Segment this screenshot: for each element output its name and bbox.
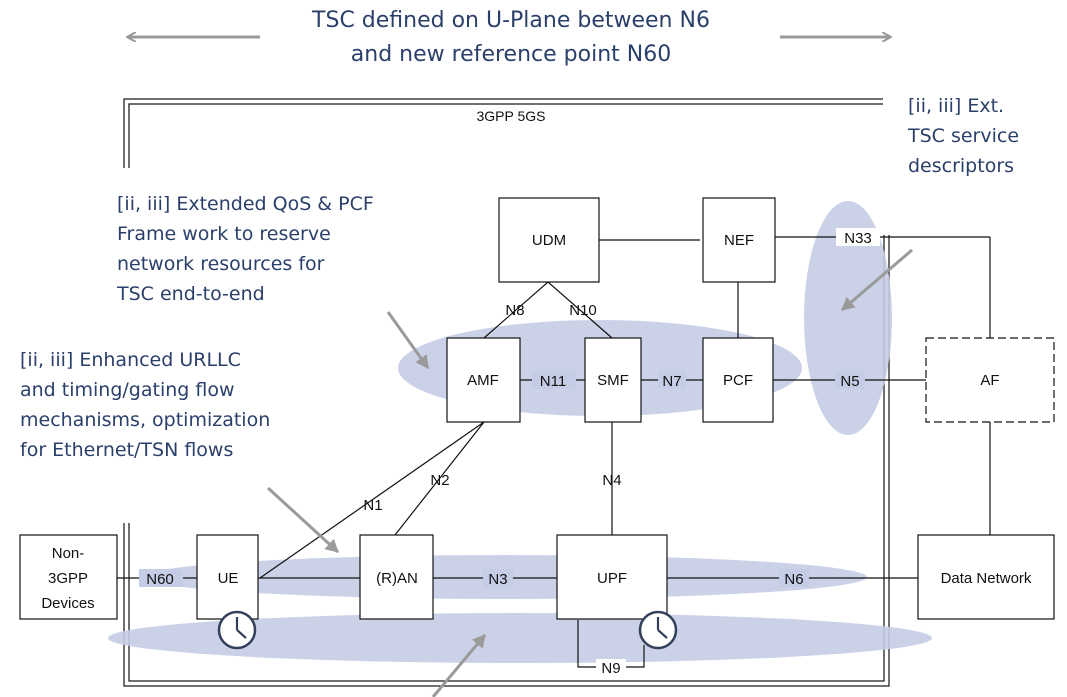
non3gpp-label-2: 3GPP [48, 570, 88, 587]
smf-label: SMF [597, 372, 629, 389]
pcf-box [702, 337, 774, 423]
clock-icon [217, 610, 257, 650]
data-network-box [917, 534, 1055, 620]
data-network-label: Data Network [941, 570, 1032, 587]
n33-label: N33 [844, 230, 872, 247]
qos-pointer-arrow [386, 311, 430, 369]
n11-label-bg [532, 371, 576, 389]
udm-label: UDM [532, 232, 566, 249]
upf-box [556, 534, 668, 620]
urllc-pointer-arrow [266, 486, 340, 554]
timing-highlight-ellipse [108, 613, 932, 663]
n2-label: N2 [430, 472, 449, 489]
urllc-annotation-line-1: [ii, iii] Enhanced URLLC [20, 349, 241, 371]
qos-annotation-line-4: TSC end-to-end [116, 283, 265, 305]
n3-label: N3 [488, 571, 507, 588]
n4-label: N4 [602, 472, 621, 489]
n33-label-bg [836, 228, 880, 246]
qos-annotation-line-2: Frame work to reserve [117, 223, 331, 245]
qos-annotation-line-1: [ii, iii] Extended QoS & PCF [117, 193, 374, 215]
frame-gap-left [118, 168, 134, 523]
ran-box [359, 534, 434, 620]
timing-pointer-arrow [431, 634, 487, 697]
qos-annotation: [ii, iii] Extended QoS & PCF Frame work … [116, 193, 374, 305]
af-box [925, 337, 1055, 423]
n8-label: N8 [505, 302, 524, 319]
nef-box [702, 197, 776, 283]
non3gpp-label-3: Devices [41, 595, 94, 612]
udm-box [498, 197, 600, 283]
ran-label: (R)AN [376, 570, 418, 587]
service-annotation-line-1: [ii, iii] Ext. [908, 95, 1004, 117]
title-backdrop [260, 0, 780, 72]
n7-label-bg [658, 371, 686, 389]
nef-label: NEF [724, 232, 754, 249]
ue-box [196, 534, 259, 620]
service-annotation-line-2: TSC service [907, 125, 1019, 147]
n11-label: N11 [540, 373, 566, 390]
non3gpp-label-1: Non- [52, 545, 85, 562]
amf-label: AMF [467, 372, 499, 389]
qos-annotation-line-3: network resources for [117, 253, 325, 275]
pcf-label: PCF [723, 372, 753, 389]
non3gpp-box [19, 534, 118, 620]
n9-label-bg [596, 659, 626, 677]
n2-link [394, 421, 485, 536]
urllc-annotation-line-2: and timing/gating flow [20, 379, 235, 401]
n60-label: N60 [146, 571, 174, 588]
n6-label: N6 [784, 571, 803, 588]
n3-label-bg [483, 569, 513, 587]
title-line-1: TSC defined on U-Plane between N6 [311, 8, 710, 33]
n1-link [259, 421, 485, 579]
service-annotation-line-3: descriptors [908, 155, 1014, 177]
ue-label: UE [218, 570, 239, 587]
system-label: 3GPP 5GS [476, 108, 545, 124]
n60-label-bg [139, 569, 183, 587]
n5-label-bg [835, 371, 865, 389]
smf-box [584, 337, 642, 423]
n7-label: N7 [662, 373, 681, 390]
n6-label-bg [779, 569, 809, 587]
amf-box [446, 337, 521, 423]
n10-label: N10 [569, 302, 597, 319]
clock-icon [638, 610, 678, 650]
n1-label: N1 [363, 497, 382, 514]
n9-label: N9 [601, 660, 620, 677]
service-annotation: [ii, iii] Ext. TSC service descriptors [907, 95, 1019, 177]
n5-label: N5 [840, 373, 859, 390]
af-highlight-ellipse [804, 201, 892, 435]
title-line-2: and new reference point N60 [351, 42, 671, 67]
urllc-annotation-line-3: mechanisms, optimization [20, 409, 270, 431]
urllc-annotation: [ii, iii] Enhanced URLLC and timing/gati… [20, 349, 270, 461]
frame-gap-right [883, 85, 897, 235]
upf-label: UPF [597, 570, 627, 587]
urllc-annotation-line-4: for Ethernet/TSN flows [20, 439, 233, 461]
af-label: AF [980, 372, 999, 389]
service-pointer-arrow [841, 248, 913, 312]
